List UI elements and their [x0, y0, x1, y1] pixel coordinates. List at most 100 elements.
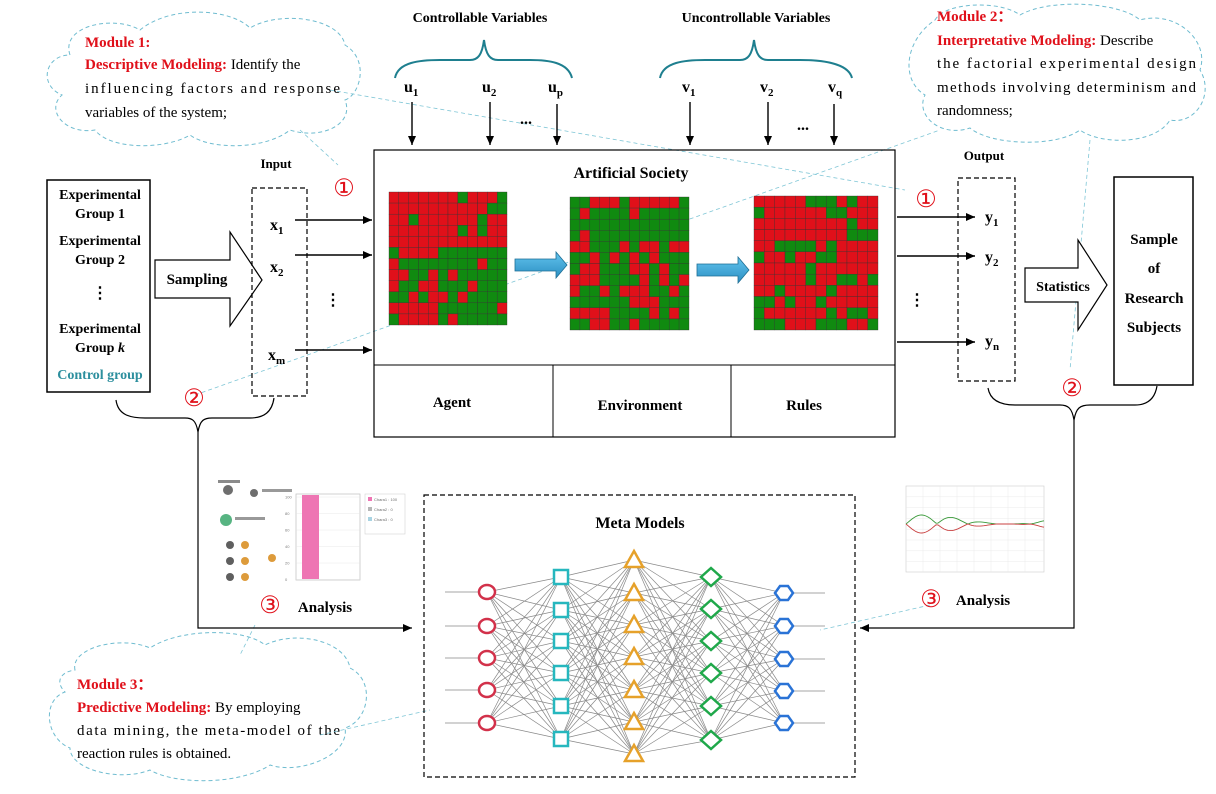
agent-cell [408, 213, 419, 226]
agent-cell [418, 202, 429, 215]
nn-node-triangle [622, 548, 646, 569]
agent-cell [867, 307, 879, 320]
module2-title: Module 2： [937, 9, 1012, 25]
agent-cell [846, 251, 858, 264]
agent-cell [428, 202, 439, 215]
agent-cell [629, 241, 640, 253]
agent-cell [836, 206, 848, 219]
agent-cell [857, 318, 868, 331]
agent-cell [668, 252, 680, 264]
agent-cell [774, 307, 786, 320]
agent-cell [846, 206, 858, 219]
agent-cell [826, 307, 837, 320]
nn-edge [710, 592, 785, 741]
agent-cell [579, 263, 591, 275]
module3-desc1: By employing [215, 700, 301, 716]
module2-cloud [908, 3, 1206, 143]
agent-cell [398, 258, 409, 270]
thumb-ytick: 0 [285, 577, 288, 582]
agent-cell [589, 307, 600, 320]
nn-node-triangle [622, 581, 646, 602]
agent-cell [388, 280, 400, 292]
y1-label: y1 [985, 209, 999, 229]
agent-cell [815, 240, 827, 253]
module2-name: Interpretative Modeling: [937, 33, 1096, 49]
agent-cell [774, 296, 786, 308]
agent-cell [477, 269, 488, 281]
evolution-arrow-1 [514, 250, 568, 280]
nn-edge [560, 592, 635, 611]
agent-cell [774, 251, 786, 264]
agent-cell [408, 247, 419, 259]
agent-cell [579, 241, 591, 253]
agent-cell [795, 240, 806, 253]
nn-edge [560, 738, 635, 755]
nn-edge [710, 672, 785, 692]
agent-cell [398, 225, 409, 237]
evolution-arrow-2 [696, 255, 750, 285]
agent-cell [388, 313, 400, 326]
agent-cell [857, 273, 868, 286]
nn-edge [486, 591, 562, 674]
agent-cell [398, 269, 409, 281]
agent-cell [678, 296, 690, 309]
agent-cell [408, 191, 419, 204]
nn-node-triangle [622, 613, 646, 634]
y2-label: y2 [985, 249, 999, 269]
output-label: Output [964, 148, 1005, 163]
agent-cell [569, 274, 581, 286]
agent-cell [784, 240, 796, 253]
agent-cell [408, 280, 419, 292]
nn-edge [486, 576, 562, 691]
agent-cell [629, 263, 640, 275]
agent-cell [867, 240, 879, 253]
agent-cell [815, 195, 827, 208]
agent-cell [579, 252, 591, 264]
agent-cell [467, 202, 478, 215]
nn-node-square [552, 568, 570, 586]
nn-edge [633, 559, 712, 578]
agent-cell [496, 302, 508, 315]
sample-line4: Subjects [1127, 320, 1181, 336]
agent-cell [836, 262, 848, 275]
nn-node-hexagon [773, 584, 795, 602]
agent-cell [649, 196, 660, 209]
v1-label: v1 [682, 79, 696, 99]
agent-cell [629, 207, 640, 220]
agent-cell [805, 240, 817, 253]
agent-cell [467, 302, 478, 315]
nn-edge [486, 576, 562, 593]
agent-cell [599, 318, 610, 331]
agent-cell [496, 236, 508, 248]
agent-cell [569, 196, 581, 209]
input-box [251, 187, 308, 397]
agent-cell [795, 206, 806, 219]
agent-cell [609, 285, 620, 297]
agent-cell [678, 230, 690, 242]
agent-cell [815, 307, 827, 320]
thumb-ytick: 80 [285, 511, 290, 516]
society-rules: Rules [786, 398, 822, 414]
agent-cell [836, 229, 848, 241]
agent-cell [867, 206, 879, 219]
agent-cell [836, 240, 848, 253]
input-arrows [295, 216, 372, 354]
agent-cell [857, 206, 868, 219]
agent-cell [619, 207, 630, 220]
agent-cell [609, 274, 620, 286]
module1-title: Module 1: [85, 35, 150, 51]
agent-cell [815, 251, 827, 264]
nn-nodes [477, 548, 795, 763]
society-grid-initial [388, 191, 508, 326]
nn-edge [560, 559, 635, 642]
input-label: Input [260, 156, 292, 171]
agent-cell [609, 196, 620, 209]
agent-cell [437, 280, 449, 292]
agent-cell [846, 296, 858, 308]
nn-edge [710, 608, 785, 627]
agent-cell [659, 307, 670, 320]
nn-edge [486, 609, 562, 724]
agent-cell [659, 196, 670, 209]
agent-cell [496, 213, 508, 226]
